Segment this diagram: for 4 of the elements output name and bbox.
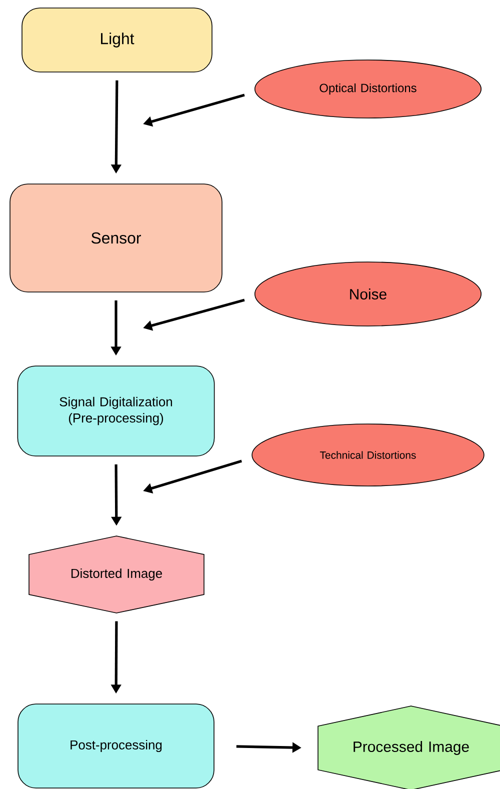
process-box: Light bbox=[22, 8, 212, 72]
process-box: Sensor bbox=[10, 184, 222, 292]
process-box: Signal Digitalization (Pre-processing) bbox=[17, 366, 215, 456]
process-box: Post-processing bbox=[18, 704, 214, 788]
